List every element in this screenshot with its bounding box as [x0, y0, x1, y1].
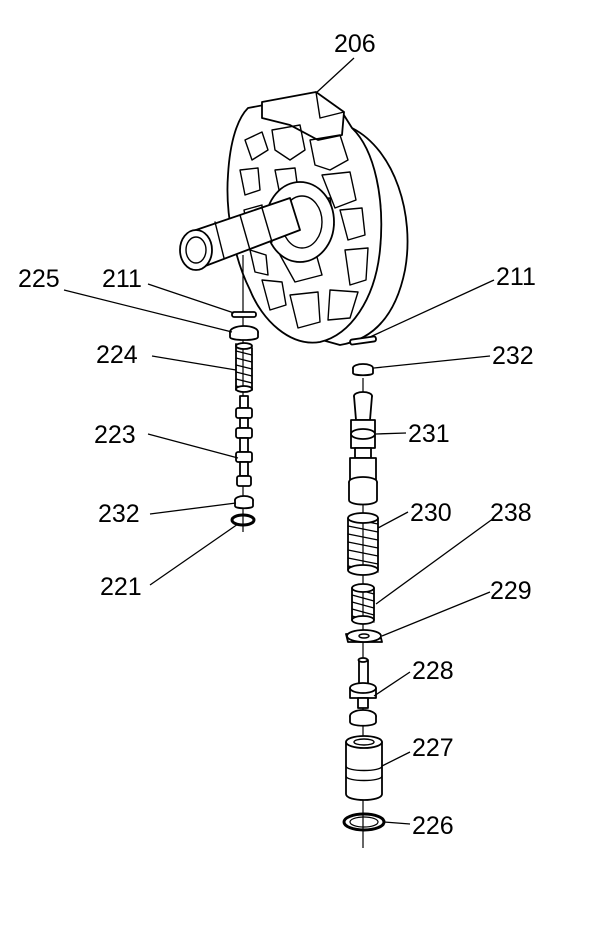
label-238: 238 [490, 499, 532, 527]
label-206: 206 [334, 30, 376, 58]
pin-211-right [349, 335, 377, 346]
label-229: 229 [490, 577, 532, 605]
label-225: 225 [18, 265, 60, 293]
clip-221 [230, 513, 256, 527]
spring-230 [347, 512, 379, 576]
label-211-left: 211 [102, 265, 142, 293]
sleeve-227 [345, 735, 383, 801]
valve-228 [349, 657, 377, 727]
label-211-right: 211 [496, 263, 536, 291]
label-228: 228 [412, 657, 454, 685]
ring-226 [342, 812, 386, 832]
label-224: 224 [96, 341, 138, 369]
spring-224 [235, 342, 253, 393]
label-223: 223 [94, 421, 136, 449]
right-valve-stack [342, 335, 386, 848]
pin-211-left [231, 311, 257, 318]
label-231: 231 [408, 420, 450, 448]
label-227: 227 [412, 734, 454, 762]
spring-238 [351, 583, 375, 625]
pump-body-206 [179, 91, 409, 346]
callout-labels: 206 211 225 224 223 232 221 211 232 231 … [18, 30, 536, 840]
label-232-left: 232 [98, 500, 140, 528]
label-232-right: 232 [492, 342, 534, 370]
plug-225 [229, 325, 259, 341]
left-valve-stack [229, 255, 259, 532]
label-226: 226 [412, 812, 454, 840]
valve-231 [348, 391, 378, 506]
label-221: 221 [100, 573, 142, 601]
plug-232-left [234, 495, 254, 510]
label-230: 230 [410, 499, 452, 527]
washer-229 [345, 629, 383, 643]
leader-lines [63, 57, 495, 825]
valve-223 [235, 395, 253, 487]
plug-232-right [352, 363, 374, 377]
